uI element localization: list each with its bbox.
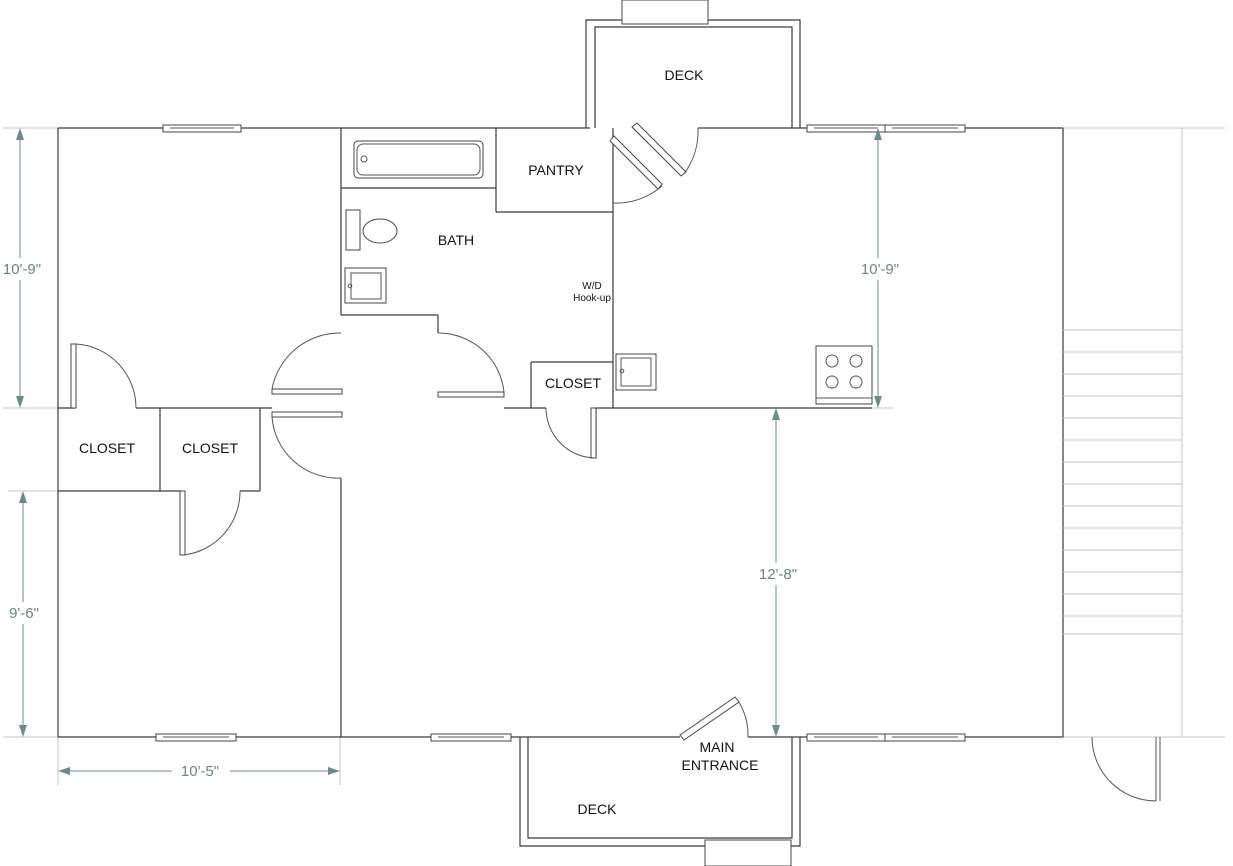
exterior-walls (57, 127, 1064, 738)
dim-living-height: 12'-8" (759, 566, 797, 583)
closet-left-label: CLOSET (79, 440, 135, 456)
door-swing (271, 416, 342, 479)
dimension-lines (16, 128, 882, 775)
door-swing (736, 698, 749, 738)
closet-mid-label: CLOSET (182, 440, 238, 456)
deck-bottom-label: DECK (578, 801, 618, 817)
wd-label-line1: W/D (582, 281, 601, 292)
dim-left-upper: 10'-9" (3, 261, 41, 278)
dim-left-lower: 9'-6" (9, 605, 39, 622)
doors (70, 122, 1161, 802)
burner (849, 354, 863, 368)
door-swing (271, 332, 342, 390)
bath-label: BATH (438, 232, 474, 248)
deck-steps (621, 0, 709, 25)
pantry-label: PANTRY (528, 162, 584, 178)
door-swing (1091, 736, 1157, 802)
main-entrance-label-line1: MAIN (700, 739, 735, 755)
burner (849, 375, 863, 389)
door-leaf (437, 391, 505, 398)
door-leaf (271, 411, 343, 418)
door-swing (75, 343, 137, 409)
bathtub (353, 140, 484, 179)
burner (825, 354, 839, 368)
door-swing (437, 332, 505, 393)
toilet-bowl (362, 218, 398, 244)
door-leaf (179, 490, 186, 556)
wd-label-line2: Hook-up (573, 293, 611, 304)
deck-bottom (519, 737, 801, 866)
door-swing (683, 127, 699, 175)
dim-kitchen-height: 10'-9" (861, 261, 899, 278)
guide-lines (3, 127, 1225, 785)
dim-bottom-width: 10'-5" (181, 763, 219, 780)
door-swing (612, 185, 663, 204)
closet-hall-label: CLOSET (545, 375, 601, 391)
door-swing (545, 407, 597, 459)
bath-sink-basin (350, 272, 382, 300)
bathtub-basin (356, 143, 481, 176)
door-swing (183, 490, 241, 556)
dimension-labels: 10'-9" 9'-6" 10'-5" 10'-9" 12'-8" (0, 258, 904, 782)
door-leaf (590, 407, 597, 459)
windows (155, 124, 966, 742)
main-entrance-label-line2: ENTRANCE (681, 757, 758, 773)
door-leaf (679, 696, 740, 741)
deck-top (585, 0, 801, 128)
toilet-tank (345, 209, 361, 251)
stove (815, 345, 873, 405)
burner (825, 375, 839, 389)
exterior-stairs (1063, 329, 1182, 635)
interior-walls (58, 128, 872, 737)
deck-steps (704, 839, 792, 866)
door-leaf (70, 343, 77, 409)
kitchen-sink (615, 353, 657, 391)
room-labels: DECK PANTRY BATH W/D Hook-up CLOSET CLOS… (79, 67, 759, 817)
kitchen-fixtures (615, 345, 873, 405)
bath-fixtures (344, 140, 484, 304)
door-leaf (609, 135, 663, 190)
deck-top-label: DECK (665, 67, 705, 83)
door-leaf (271, 388, 343, 395)
